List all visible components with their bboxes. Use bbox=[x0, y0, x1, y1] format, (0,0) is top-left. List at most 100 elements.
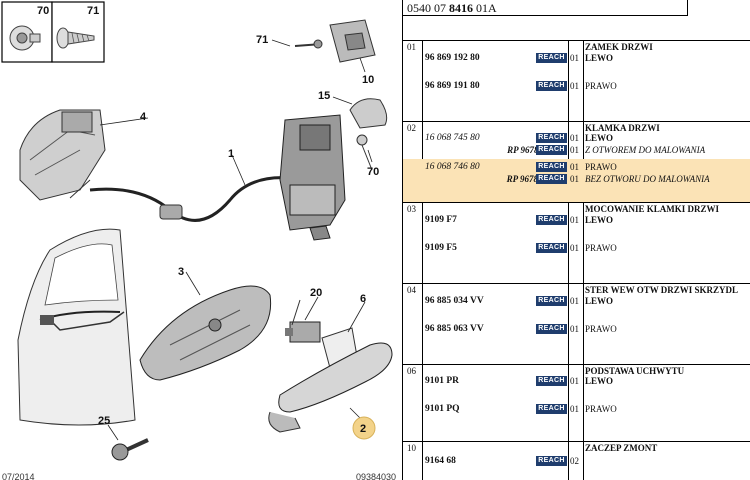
selected-row-highlight bbox=[403, 159, 750, 203]
group-number: 03 bbox=[407, 204, 416, 214]
part-number[interactable]: 16 068 746 80 bbox=[425, 162, 480, 172]
quantity: 02 bbox=[570, 456, 579, 466]
description: PRAWO bbox=[585, 324, 617, 334]
description: LEWO bbox=[585, 296, 614, 306]
part-number[interactable]: 9109 F5 bbox=[425, 243, 457, 253]
callout-25: 25 bbox=[98, 415, 110, 427]
screw-70-icon bbox=[9, 25, 41, 51]
part-number[interactable]: 9101 PR bbox=[425, 376, 460, 386]
quantity: 01 bbox=[570, 296, 579, 306]
door-panel-icon bbox=[17, 228, 136, 426]
quantity: 01 bbox=[570, 162, 579, 172]
group-number: 06 bbox=[407, 366, 416, 376]
description: PRAWO bbox=[585, 404, 617, 414]
group-number: 10 bbox=[407, 443, 416, 453]
group-title: MOCOWANIE KLAMKI DRZWI bbox=[585, 204, 720, 214]
screw-legend bbox=[1, 1, 105, 63]
group-01: 01 ZAMEK DRZWI 96 869 192 80 REACH 01 LE… bbox=[403, 40, 750, 121]
table-row[interactable]: 9101 PQ REACH 01 PRAWO bbox=[403, 404, 750, 418]
table-row[interactable]: 96 885 063 VV REACH 01 PRAWO bbox=[403, 324, 750, 338]
group-title: KLAMKA DRZWI bbox=[585, 123, 660, 133]
callout-2-highlight: 2 bbox=[352, 416, 376, 440]
table-row-selected[interactable]: 16 068 746 80 REACH 01 PRAWO bbox=[403, 162, 750, 176]
callout-6: 6 bbox=[360, 293, 366, 305]
description: LEWO bbox=[585, 53, 614, 63]
callout-71: 71 bbox=[256, 34, 268, 46]
table-row[interactable]: 9109 F7 REACH 01 LEWO bbox=[403, 215, 750, 229]
group-02: 02 KLAMKA DRZWI 16 068 745 80 REACH 01 L… bbox=[403, 121, 750, 203]
table-row[interactable]: 96 869 191 80 REACH 01 PRAWO bbox=[403, 81, 750, 95]
part-number[interactable]: 96 885 063 VV bbox=[425, 324, 484, 334]
reach-badge: REACH bbox=[536, 324, 567, 334]
part-number[interactable]: 16 068 745 80 bbox=[425, 133, 480, 143]
ref-bold: 8416 bbox=[449, 1, 473, 15]
col-line-3 bbox=[583, 40, 584, 480]
reach-badge: REACH bbox=[536, 456, 567, 466]
group-title: PODSTAWA UCHWYTU bbox=[585, 366, 685, 376]
leader-lines bbox=[99, 39, 373, 441]
part-number[interactable]: 9164 68 bbox=[425, 456, 456, 466]
description: LEWO bbox=[585, 376, 614, 386]
quantity: 01 bbox=[570, 81, 579, 91]
reference-number: 0540 07 8416 01A bbox=[407, 1, 497, 16]
reach-badge: REACH bbox=[536, 376, 567, 386]
callout-10: 10 bbox=[362, 74, 374, 86]
callout-2: 2 bbox=[360, 423, 366, 435]
part-number[interactable]: 96 869 192 80 bbox=[425, 53, 480, 63]
description: PRAWO bbox=[585, 162, 617, 172]
description: PRAWO bbox=[585, 243, 617, 253]
key-icon bbox=[111, 438, 149, 461]
reach-badge: REACH bbox=[536, 53, 567, 63]
group-03: 03 MOCOWANIE KLAMKI DRZWI 9109 F7 REACH … bbox=[403, 202, 750, 283]
part-number[interactable]: 96 869 191 80 bbox=[425, 81, 480, 91]
reach-badge: REACH bbox=[536, 243, 567, 253]
quantity: 01 bbox=[570, 324, 579, 334]
callout-3: 3 bbox=[178, 266, 184, 278]
table-row[interactable]: 96 885 034 VV REACH 01 LEWO bbox=[403, 296, 750, 310]
handle-support-icon bbox=[139, 285, 272, 381]
table-row[interactable]: 9109 F5 REACH 01 PRAWO bbox=[403, 243, 750, 257]
reach-badge: REACH bbox=[536, 296, 567, 306]
reach-badge: REACH bbox=[536, 81, 567, 91]
table-row[interactable]: 96 869 192 80 REACH 01 LEWO bbox=[403, 53, 750, 67]
table-row-selected[interactable]: RP 967853201T REACH 01 BEZ OTWORU DO MAL… bbox=[403, 174, 750, 188]
description: LEWO bbox=[585, 215, 614, 225]
table-row[interactable]: 9164 68 REACH 02 bbox=[403, 456, 750, 470]
reach-badge: REACH bbox=[536, 215, 567, 225]
ref-header: 0540 07 8416 01A bbox=[403, 0, 750, 16]
quantity: 01 bbox=[570, 174, 579, 184]
callout-1: 1 bbox=[228, 148, 234, 160]
striker-icon bbox=[294, 19, 376, 63]
part-number[interactable]: 9109 F7 bbox=[425, 215, 457, 225]
table-row[interactable]: RP 967853211T REACH 01 Z OTWOREM DO MALO… bbox=[403, 145, 750, 159]
callout-70: 70 bbox=[367, 166, 379, 178]
col-line-2 bbox=[568, 40, 569, 480]
ref-prefix: 0540 07 bbox=[407, 1, 449, 15]
ref-suffix: 01A bbox=[473, 1, 497, 15]
door-lock-icon bbox=[279, 114, 346, 241]
quantity: 01 bbox=[570, 376, 579, 386]
group-number: 01 bbox=[407, 42, 416, 52]
footer-code: 09384030 bbox=[356, 472, 396, 480]
screw-71-icon bbox=[56, 27, 95, 49]
header-right-cell bbox=[688, 0, 750, 16]
callout-4: 4 bbox=[140, 111, 147, 123]
door-handle-icon bbox=[268, 342, 393, 433]
callout-15: 15 bbox=[318, 90, 330, 102]
header-divider bbox=[687, 0, 688, 16]
table-row[interactable]: 16 068 745 80 REACH 01 LEWO bbox=[403, 133, 750, 147]
quantity: 01 bbox=[570, 133, 579, 143]
quantity: 01 bbox=[570, 215, 579, 225]
callout-20: 20 bbox=[310, 287, 322, 299]
part-number[interactable]: 9101 PQ bbox=[425, 404, 460, 414]
reach-badge: REACH bbox=[536, 145, 567, 155]
description: BEZ OTWORU DO MALOWANIA bbox=[585, 174, 710, 184]
screw-icon bbox=[356, 134, 373, 171]
table-row[interactable]: 9101 PR REACH 01 LEWO bbox=[403, 376, 750, 390]
quantity: 01 bbox=[570, 243, 579, 253]
group-number: 02 bbox=[407, 123, 416, 133]
group-10: 10 ZACZEP ZMONT 9164 68 REACH 02 bbox=[403, 441, 750, 480]
group-06: 06 PODSTAWA UCHWYTU 9101 PR REACH 01 LEW… bbox=[403, 364, 750, 441]
reach-badge: REACH bbox=[536, 162, 567, 172]
part-number[interactable]: 96 885 034 VV bbox=[425, 296, 484, 306]
